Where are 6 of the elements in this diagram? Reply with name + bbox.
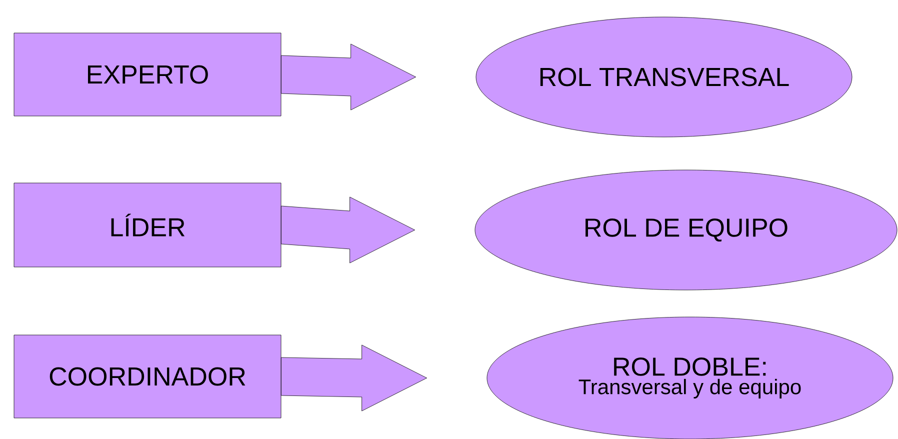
process-box: COORDINADOR: [14, 334, 282, 418]
process-box: LÍDER: [14, 182, 282, 268]
process-box: EXPERTO: [14, 32, 282, 116]
block-arrow: [281, 344, 427, 412]
block-arrow: [281, 44, 416, 110]
block-arrow: [281, 196, 415, 264]
